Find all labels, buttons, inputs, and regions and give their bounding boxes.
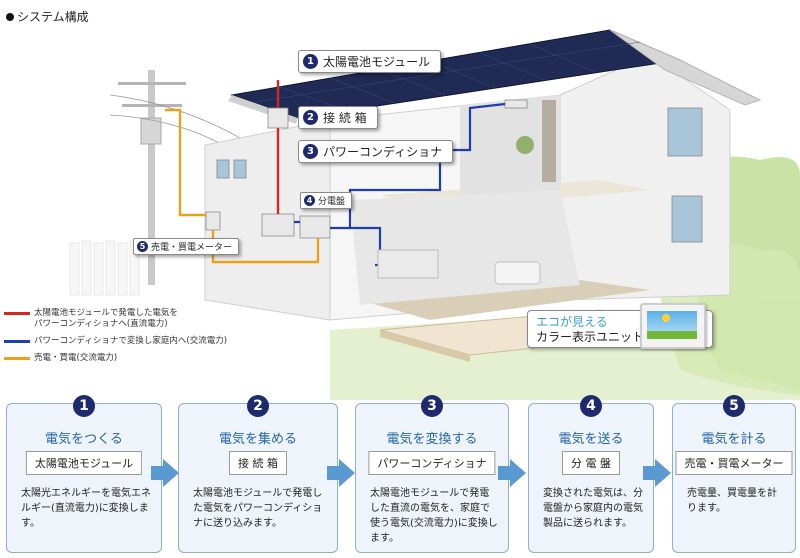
callout-number: 2 bbox=[303, 110, 318, 125]
step-title: 電気を変換する bbox=[386, 432, 478, 447]
step-1: 1 電気をつくる 太陽電池モジュール 太陽光エネルギーを電気エネルギー(直流電力… bbox=[6, 395, 162, 553]
callout-label: 太陽電池モジュール bbox=[323, 55, 431, 69]
section-title: システム構成 bbox=[6, 8, 89, 25]
legend-item-grid: 売電・買電(交流電力) bbox=[4, 353, 227, 364]
plant bbox=[516, 136, 534, 154]
step-component: 太陽電池モジュール bbox=[25, 451, 143, 475]
legend-swatch bbox=[4, 312, 30, 315]
eco-display-callout: エコが見える カラー表示ユニット bbox=[527, 303, 713, 349]
step-3: 3 電気を変換する パワーコンディショナ 太陽電池モジュールで発電した直流の電気… bbox=[355, 395, 509, 553]
step-title: 電気を計る bbox=[701, 432, 767, 447]
callout-solar-module: 1 太陽電池モジュール bbox=[298, 50, 442, 73]
section-title-text: システム構成 bbox=[17, 10, 89, 24]
kitchen-counter bbox=[377, 249, 439, 279]
interior-door bbox=[542, 100, 556, 182]
step-number: 2 bbox=[247, 395, 269, 417]
callout-number: 4 bbox=[304, 195, 315, 206]
flow-arrow-icon bbox=[643, 459, 671, 487]
step-number: 4 bbox=[580, 395, 602, 417]
equipment bbox=[205, 99, 528, 239]
step-description: 太陽電池モジュールで発電した電気をパワーコンディショナに送り込みます。 bbox=[193, 488, 323, 529]
callout-number: 3 bbox=[303, 144, 318, 159]
flow-arrow-icon bbox=[498, 459, 526, 487]
step-title: 電気を送る bbox=[558, 432, 624, 447]
flow-arrow-icon bbox=[151, 459, 179, 487]
callout-label: 分電盤 bbox=[318, 197, 346, 207]
step-component: 分 電 盤 bbox=[562, 451, 620, 475]
interior-floor-lower bbox=[360, 280, 650, 320]
callout-label: 接 続 箱 bbox=[323, 111, 367, 125]
callout-junction-box: 2 接 続 箱 bbox=[298, 106, 378, 129]
legend-swatch bbox=[4, 340, 30, 343]
legend-text: パワーコンディショナで変換し家庭内へ(交流電力) bbox=[34, 336, 228, 346]
step-component: 接 続 箱 bbox=[229, 451, 287, 475]
callout-number: 1 bbox=[303, 54, 318, 69]
step-description: 変換された電気は、分電盤から家庭内の電気製品に送られます。 bbox=[543, 488, 643, 529]
eco-unit-name: カラー表示ユニット bbox=[536, 330, 645, 344]
callout-power-conditioner: 3 パワーコンディショナ bbox=[298, 140, 454, 163]
step-description: 太陽光エネルギーを電気エネルギー(直流電力)に変換します。 bbox=[21, 488, 151, 529]
step-description: 売電量、買電量を計ります。 bbox=[687, 488, 777, 514]
callout-meter: 5 売電・買電メーター bbox=[133, 238, 240, 255]
step-description: 太陽電池モジュールで発電した直流の電気を、家庭で使う電気(交流電力)に変換します… bbox=[370, 488, 498, 544]
interior-room-lower bbox=[350, 190, 580, 305]
step-5: 5 電気を計る 売電・買電メーター 売電量、買電量を計ります。 bbox=[672, 395, 796, 553]
callout-label: 売電・買電メーター bbox=[151, 243, 233, 253]
step-4: 4 電気を送る 分 電 盤 変換された電気は、分電盤から家庭内の電気製品に送られ… bbox=[528, 395, 654, 553]
sofa bbox=[494, 261, 541, 285]
legend-item-ac: パワーコンディショナで変換し家庭内へ(交流電力) bbox=[4, 336, 227, 347]
windows bbox=[216, 107, 703, 243]
step-number: 1 bbox=[73, 395, 95, 417]
callout-number: 5 bbox=[137, 241, 148, 252]
deck-edge bbox=[380, 330, 470, 362]
step-2: 2 電気を集める 接 続 箱 太陽電池モジュールで発電した電気をパワーコンディシ… bbox=[178, 395, 338, 553]
callout-label: パワーコンディショナ bbox=[323, 145, 443, 159]
bullet-icon bbox=[6, 12, 14, 21]
legend-text: 売電・買電(交流電力) bbox=[34, 353, 118, 363]
step-number: 3 bbox=[421, 395, 443, 417]
legend-swatch bbox=[4, 357, 30, 360]
legend-item-dc: 太陽電池モジュールで発電した電気を パワーコンディショナへ(直流電力) bbox=[4, 308, 227, 330]
step-title: 電気を集める bbox=[218, 432, 297, 447]
step-title: 電気をつくる bbox=[45, 432, 123, 447]
step-number: 5 bbox=[723, 395, 745, 417]
wiring-legend: 太陽電池モジュールで発電した電気を パワーコンディショナへ(直流電力) パワーコ… bbox=[4, 308, 227, 370]
display-unit-icon bbox=[640, 303, 706, 349]
step-component: 売電・買電メーター bbox=[675, 451, 793, 475]
roof-ridge bbox=[609, 29, 762, 106]
flow-arrow-icon bbox=[327, 459, 355, 487]
house-wall-right bbox=[559, 54, 731, 301]
step-component: パワーコンディショナ bbox=[368, 451, 496, 475]
callout-distribution-board: 4 分電盤 bbox=[300, 192, 353, 209]
fence bbox=[69, 240, 140, 296]
interior-room-upper bbox=[460, 95, 560, 200]
legend-text: 太陽電池モジュールで発電した電気を パワーコンディショナへ(直流電力) bbox=[34, 308, 178, 329]
eco-caption: エコが見える bbox=[536, 315, 608, 329]
